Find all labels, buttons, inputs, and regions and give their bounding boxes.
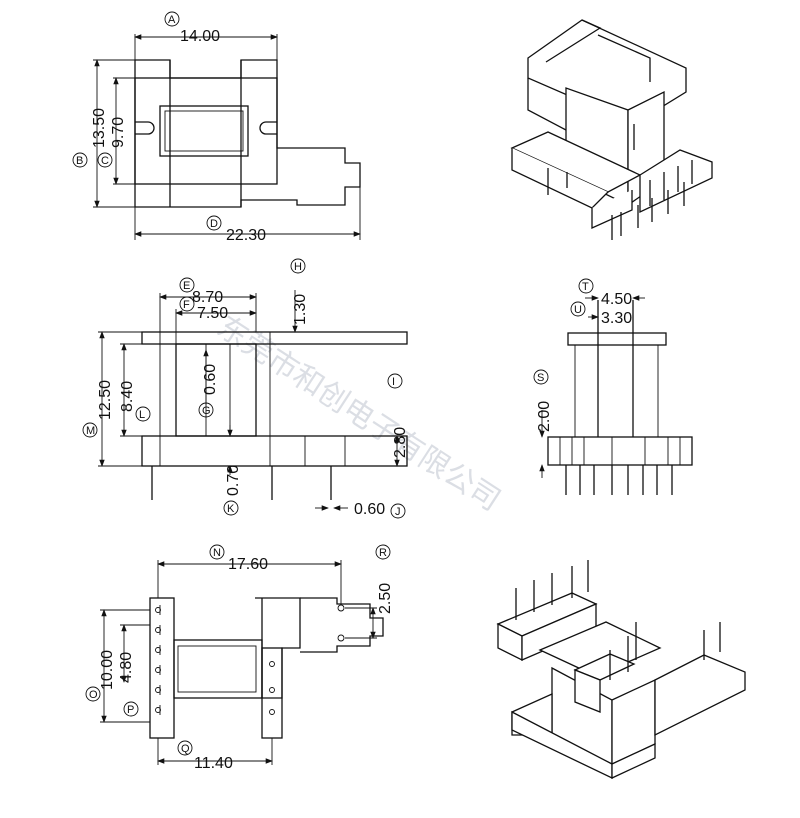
dim-u-value: 3.30 <box>601 310 632 327</box>
dim-r-value: 2.50 <box>377 583 394 614</box>
dim-l-value: 8.40 <box>119 381 136 412</box>
dim-j-value: 0.60 <box>354 501 385 518</box>
label-o: O <box>89 689 98 701</box>
label-b: B <box>76 155 83 167</box>
label-g: G <box>202 405 211 417</box>
front-core <box>175 343 257 437</box>
bottom-view: 17.60 N 2.50 R 10.00 O 4.80 P 11.40 Q <box>85 544 394 772</box>
label-h: H <box>294 261 302 273</box>
label-i: I <box>392 376 395 388</box>
dim-m-value: 12.50 <box>97 380 114 420</box>
front-view: 8.70 E 7.50 F 1.30 H 0.60 G 8.40 L 12.50… <box>82 258 409 519</box>
top-view: 14.00 A 13.50 B 9.70 C 22.30 D <box>72 11 361 244</box>
label-u: U <box>574 304 582 316</box>
label-f: F <box>183 299 190 311</box>
label-c: C <box>101 155 109 167</box>
top-view-core <box>134 77 278 185</box>
dim-d-value: 22.30 <box>226 227 266 244</box>
dim-s-value: 2.00 <box>536 401 553 432</box>
dim-g-value: 0.60 <box>202 364 219 395</box>
label-e: E <box>183 280 190 292</box>
label-d: D <box>210 218 218 230</box>
dim-b-value: 13.50 <box>91 108 108 148</box>
dim-i-value: 2.80 <box>392 427 409 458</box>
dim-q-value: 11.40 <box>194 755 233 772</box>
dim-t-value: 4.50 <box>601 291 632 308</box>
dim-k-value: 0.70 <box>225 465 242 496</box>
label-r: R <box>379 547 387 559</box>
dim-n-value: 17.60 <box>228 556 268 573</box>
label-j: J <box>395 506 401 518</box>
watermark: 东莞市和创电子有限公司 <box>211 309 507 518</box>
dim-e-value: 8.70 <box>192 289 223 306</box>
dim-p-value: 4.80 <box>118 652 135 683</box>
top-view-window <box>159 105 249 157</box>
dim-f-value: 7.50 <box>197 305 228 322</box>
label-n: N <box>213 547 221 559</box>
dim-a-value: 14.00 <box>180 28 220 45</box>
isometric-view-top <box>510 19 713 240</box>
label-k: K <box>227 503 235 515</box>
dim-o-value: 10.00 <box>99 650 116 690</box>
label-s: S <box>537 372 544 384</box>
front-top-flange <box>141 331 408 345</box>
dim-h-value: 1.30 <box>292 294 309 325</box>
label-l: L <box>139 409 145 421</box>
side-view: 4.50 T 3.30 U 2.00 S <box>533 278 693 495</box>
label-a: A <box>168 14 176 26</box>
isometric-view-bottom <box>496 560 746 780</box>
label-m: M <box>86 425 95 437</box>
label-q: Q <box>181 743 190 755</box>
dim-c-value: 9.70 <box>110 117 127 148</box>
label-p: P <box>127 704 134 716</box>
front-bottom-flange <box>141 435 408 467</box>
label-t: T <box>582 281 589 293</box>
